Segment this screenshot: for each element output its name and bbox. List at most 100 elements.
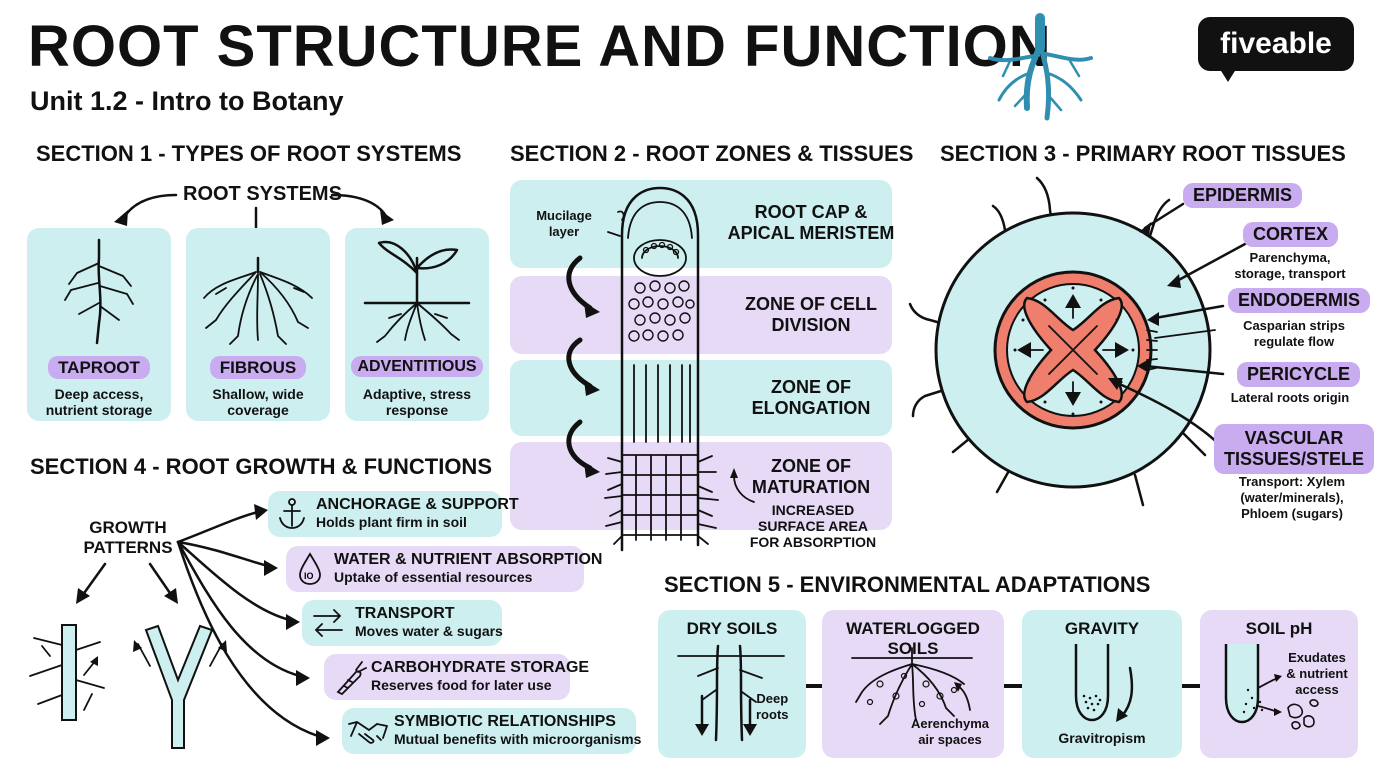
zone-maturation-l1: ZONE OF <box>771 456 851 476</box>
symbiosis-text: SYMBIOTIC RELATIONSHIPS Mutual benefits … <box>394 713 641 747</box>
dry-soils-note: Deep roots <box>756 691 789 723</box>
absorption-desc: Uptake of essential resources <box>334 569 533 585</box>
absorption-title: WATER & NUTRIENT ABSORPTION <box>334 551 603 568</box>
function-anchorage <box>268 491 502 537</box>
taproot-pill-wrap: TAPROOT <box>27 356 171 379</box>
adventitious-desc-2: response <box>385 402 449 418</box>
gravity-title: GRAVITY <box>1064 619 1140 638</box>
cortex-desc-2: storage, transport <box>1234 266 1346 281</box>
fibrous-desc: Shallow, wide coverage <box>186 386 330 418</box>
adventitious-desc: Adaptive, stress response <box>345 386 489 418</box>
soil-ph-note: Exudates & nutrient access <box>1282 650 1352 698</box>
taproot-desc-1: Deep access, <box>54 386 144 402</box>
zone-root-cap-l2: APICAL MERISTEM <box>727 223 895 243</box>
vascular-desc-3: Phloem (sugars) <box>1241 506 1343 521</box>
surface-note-3: FOR ABSORPTION <box>749 534 877 550</box>
page-title: ROOT STRUCTURE AND FUNCTION <box>28 14 1052 79</box>
surface-note-2: SURFACE AREA <box>758 518 868 534</box>
mucilage-label-2: layer <box>548 224 580 239</box>
dry-soils-card <box>658 610 806 758</box>
ph-note-2: & nutrient <box>1286 666 1348 681</box>
taproot-icon <box>64 238 134 345</box>
mucilage-label-1: Mucilage <box>536 208 592 223</box>
transport-title: TRANSPORT <box>355 605 455 622</box>
section1-title: SECTION 1 - TYPES OF ROOT SYSTEMS <box>36 141 462 166</box>
taproot-desc-2: nutrient storage <box>45 402 153 418</box>
pericycle-desc: Lateral roots origin <box>1230 390 1350 405</box>
adventitious-desc-1: Adaptive, stress <box>362 386 472 402</box>
anchorage-text: ANCHORAGE & SUPPORT Holds plant firm in … <box>316 496 519 530</box>
symbiosis-desc: Mutual benefits with microorganisms <box>394 731 642 747</box>
gravitropism-note: Gravitropism <box>1058 730 1146 746</box>
zone-root-cap-band <box>510 180 892 268</box>
ph-note-1: Exudates <box>1288 650 1346 665</box>
storage-desc: Reserves food for later use <box>371 677 552 693</box>
root-cross-section-diagram <box>908 176 1247 507</box>
root-systems-label: ROOT SYSTEMS <box>183 183 342 205</box>
zone-maturation-l2: MATURATION <box>751 477 871 497</box>
root-logo-icon <box>988 13 1093 121</box>
zone-elongation-label: ZONE OF ELONGATION <box>726 377 896 419</box>
growth-l1: GROWTH <box>89 518 167 537</box>
epidermis-label: EPIDERMIS <box>1183 183 1303 208</box>
page-subtitle: Unit 1.2 - Intro to Botany <box>30 86 344 116</box>
transport-desc: Moves water & sugars <box>355 623 503 639</box>
dry-note-2: roots <box>756 707 789 722</box>
surface-note-1: INCREASED <box>771 502 855 518</box>
zone-maturation-label: ZONE OF MATURATION <box>726 456 896 498</box>
endodermis-desc-2: regulate flow <box>1253 334 1335 349</box>
growth-diagram <box>29 504 330 749</box>
adventitious-root-icon <box>363 240 471 343</box>
cortex-label: CORTEX <box>1243 222 1339 247</box>
transport-arrows-icon <box>313 609 343 637</box>
anchorage-desc: Holds plant firm in soil <box>316 514 467 530</box>
fibrous-desc-1: Shallow, wide <box>212 386 304 402</box>
mucilage-label: Mucilage layer <box>520 208 608 240</box>
function-symbiosis <box>342 708 636 754</box>
pericycle-label: PERICYCLE <box>1237 362 1361 387</box>
fibrous-label: FIBROUS <box>209 356 307 379</box>
zone-root-cap-l1: ROOT CAP & <box>754 202 868 222</box>
section3-title: SECTION 3 - PRIMARY ROOT TISSUES <box>940 141 1346 166</box>
function-storage <box>324 654 570 700</box>
water-drop-icon: IO <box>299 552 321 585</box>
anchor-icon <box>279 498 305 529</box>
zone-elongation-l2: ELONGATION <box>751 398 871 418</box>
absorption-text: WATER & NUTRIENT ABSORPTION Uptake of es… <box>334 551 602 585</box>
water-note-1: Aerenchyma <box>910 716 990 731</box>
vascular-desc: Transport: Xylem (water/minerals), Phloe… <box>1220 474 1364 522</box>
zone-cell-division-label: ZONE OF CELL DIVISION <box>726 294 896 336</box>
vascular-desc-1: Transport: Xylem <box>1238 474 1346 489</box>
dry-soils-icon <box>677 644 785 742</box>
anchorage-title: ANCHORAGE & SUPPORT <box>316 496 519 513</box>
zone-root-cap-label: ROOT CAP & APICAL MERISTEM <box>726 202 896 244</box>
section2-title: SECTION 2 - ROOT ZONES & TISSUES <box>510 141 914 166</box>
vascular-label-1: VASCULAR <box>1244 428 1344 448</box>
svg-text:IO: IO <box>304 571 314 581</box>
handshake-icon <box>348 721 388 744</box>
growth-l2: PATTERNS <box>83 538 173 557</box>
carrot-icon <box>336 661 367 696</box>
waterlogged-roots-icon <box>851 647 973 725</box>
storage-title: CARBOHYDRATE STORAGE <box>371 659 590 676</box>
ph-note-3: access <box>1295 682 1339 697</box>
transport-text: TRANSPORT Moves water & sugars <box>355 605 503 639</box>
zone-cell-division-l1: ZONE OF CELL <box>745 294 877 314</box>
storage-text: CARBOHYDRATE STORAGE Reserves food for l… <box>371 659 589 693</box>
dry-note-1: Deep <box>756 691 789 706</box>
section5-title: SECTION 5 - ENVIRONMENTAL ADAPTATIONS <box>664 572 1151 597</box>
taproot-desc: Deep access, nutrient storage <box>27 386 171 418</box>
root-longitudinal-diagram <box>566 186 755 552</box>
cortex-desc-1: Parenchyma, <box>1249 250 1331 265</box>
function-absorption <box>286 546 584 592</box>
waterlogged-title: WATERLOGGED SOILS <box>846 619 980 658</box>
adventitious-label: ADVENTITIOUS <box>351 356 483 377</box>
endodermis-desc: Casparian strips regulate flow <box>1224 318 1364 350</box>
zone-elongation-l1: ZONE OF <box>771 377 851 397</box>
fiveable-logo[interactable]: fiveable <box>1198 17 1354 71</box>
waterlogged-note: Aerenchyma air spaces <box>910 716 990 748</box>
dry-soils-title: DRY SOILS <box>686 619 778 638</box>
endodermis-desc-1: Casparian strips <box>1243 318 1345 333</box>
zone-cell-division-l2: DIVISION <box>771 315 851 335</box>
fibrous-root-icon <box>203 256 313 345</box>
